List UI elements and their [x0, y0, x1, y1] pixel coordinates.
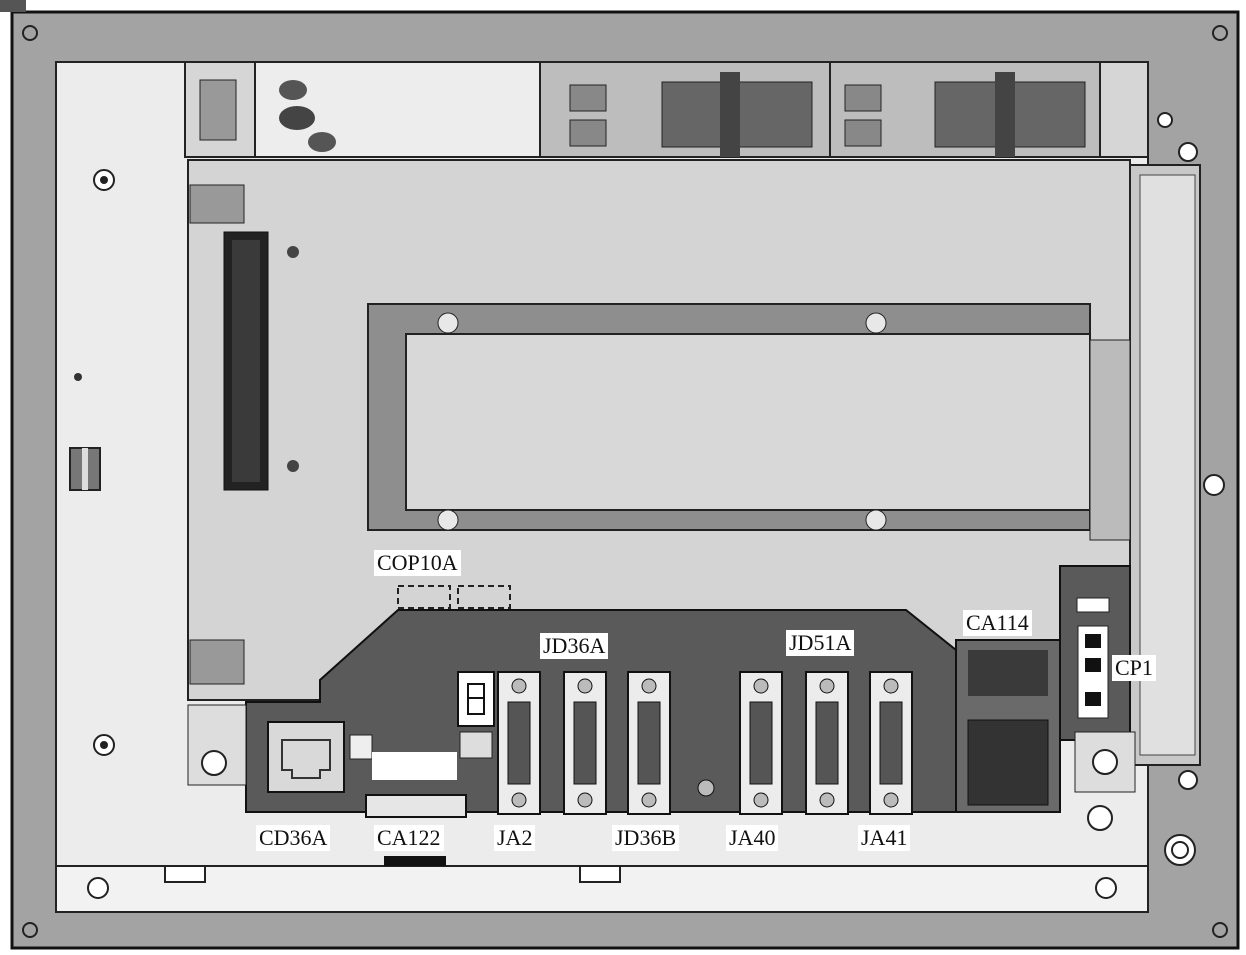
- corner-tab: [0, 0, 26, 12]
- jd51a-port-icon: [805, 671, 849, 815]
- label-ja41: JA41: [858, 825, 911, 851]
- ca122-port-icon: [365, 794, 467, 818]
- jd36a-port-icon: [563, 671, 607, 815]
- top-fan-area: [184, 61, 1149, 158]
- bottom-strip: [55, 865, 1149, 913]
- jd36b-port-icon: [627, 671, 671, 815]
- label-cop10a: COP10A: [374, 550, 461, 576]
- label-cp1: CP1: [1112, 655, 1156, 681]
- label-ca114: CA114: [963, 610, 1032, 636]
- label-jd36b: JD36B: [612, 825, 680, 851]
- cd36a-port-icon: [267, 721, 345, 793]
- label-ja40: JA40: [726, 825, 779, 851]
- label-ja2: JA2: [494, 825, 536, 851]
- bottom-screw-icon: [87, 865, 1117, 899]
- label-jd36a: JD36A: [540, 633, 609, 659]
- cop10a-dashed-outline: [397, 585, 511, 609]
- label-cd36a: CD36A: [256, 825, 331, 851]
- left-strip-details: [69, 169, 115, 756]
- label-ca122: CA122: [374, 825, 444, 851]
- ja40-port-icon: [739, 671, 783, 815]
- ja2-port-icon: [497, 671, 541, 815]
- frame-screw-icon: [22, 25, 1228, 938]
- ja41-port-icon: [869, 671, 913, 815]
- label-jd51a: JD51A: [786, 630, 855, 656]
